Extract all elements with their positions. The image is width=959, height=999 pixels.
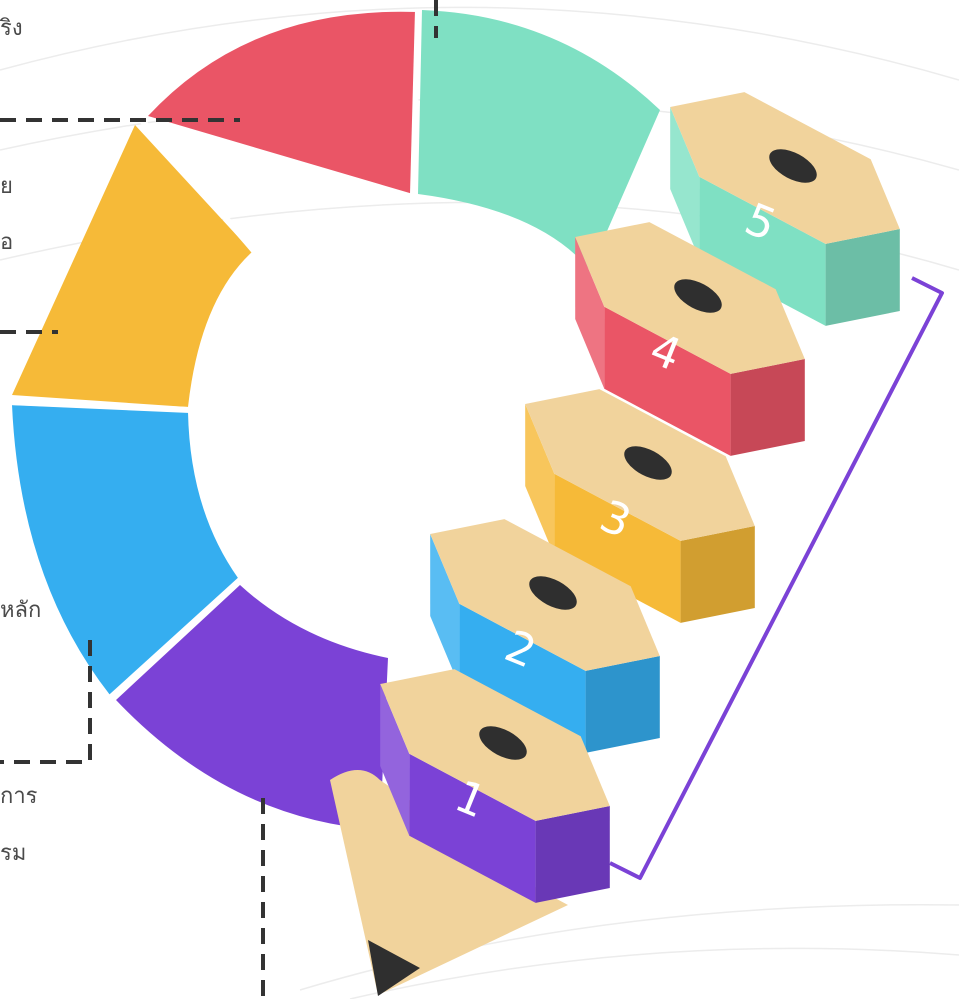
text-fragment-3: อ bbox=[0, 230, 14, 255]
pencil-lead-hole bbox=[624, 446, 672, 480]
pencil-face-right bbox=[535, 806, 610, 903]
pencil-face-left bbox=[575, 237, 605, 389]
pencil-face-left bbox=[525, 404, 555, 556]
pencil-segment-3: 3 bbox=[525, 389, 755, 623]
pencil-segment-5: 5 bbox=[670, 92, 900, 326]
text-fragment-6: รม bbox=[0, 841, 27, 866]
pencil-face-front bbox=[409, 753, 536, 903]
text-fragment-5: การ bbox=[0, 784, 38, 809]
pencil-segment-1: 1 bbox=[380, 669, 610, 903]
pencil-face-front bbox=[604, 306, 731, 456]
dashed-connectors bbox=[0, 0, 438, 999]
connector-blue bbox=[0, 640, 92, 764]
pencil-face-right bbox=[680, 526, 755, 623]
text-fragment-4: หลัก bbox=[0, 598, 42, 623]
pencil-face-left bbox=[430, 534, 460, 686]
text-fragment-2: ย bbox=[0, 174, 13, 199]
pencil-face-left bbox=[380, 684, 410, 836]
pencil-face-right bbox=[730, 359, 805, 456]
pencil-face-front bbox=[699, 176, 826, 326]
pencil-lead-hole bbox=[479, 726, 527, 760]
ring-segment-mint bbox=[418, 10, 660, 270]
pencil-face-left bbox=[670, 107, 700, 259]
ring bbox=[7, 9, 660, 830]
pencil-face-right bbox=[825, 229, 900, 326]
pencil-lead-hole bbox=[769, 149, 817, 183]
ring-segment-blue bbox=[12, 405, 238, 695]
pencil-face-right bbox=[585, 656, 660, 753]
ring-segment-red bbox=[148, 11, 418, 195]
pencil-face-front bbox=[554, 473, 681, 623]
pencil-face-front bbox=[459, 603, 586, 753]
ring-segment-purple bbox=[116, 585, 388, 830]
pencil-lead-hole bbox=[674, 279, 722, 313]
pencil-segment-4: 4 bbox=[575, 222, 805, 456]
pencil-lead-hole bbox=[529, 576, 577, 610]
text-fragment-1: ริง bbox=[0, 16, 23, 41]
bracket bbox=[609, 276, 944, 880]
pencil-segment-2: 2 bbox=[430, 519, 660, 753]
ring-segment-yellow bbox=[12, 125, 252, 407]
pencil-tip bbox=[330, 770, 568, 996]
